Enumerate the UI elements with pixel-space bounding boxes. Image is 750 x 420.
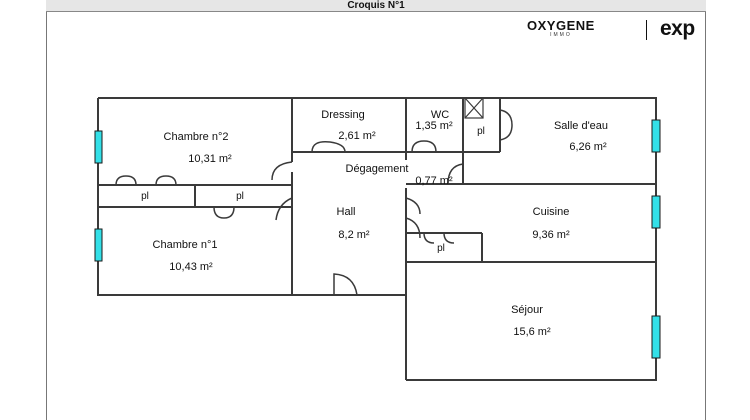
room-area-hall: 8,2 m² [338,229,370,241]
room-area-salle-eau: 6,26 m² [569,141,607,153]
window-chambre1 [94,228,103,262]
window-chambre2 [94,130,103,164]
room-name-sejour: Séjour [511,304,543,316]
room-area-sejour: 15,6 m² [513,326,551,338]
window-cuisine [651,195,661,229]
door-arc-entrance [333,273,358,296]
closet-label-2: pl [236,191,244,202]
closet-label-4: pl [477,126,485,137]
oxygene-logo: OXYGENE IMMO [527,19,595,41]
room-name-hall: Hall [337,206,356,218]
page-frame [46,0,706,420]
door-arc-chambre1 [275,197,293,221]
outer-wall [98,97,657,381]
closet-labels: pl pl pl pl [141,126,485,254]
walls [97,97,657,381]
room-name-wc: WC [431,109,449,121]
room-area-chambre2: 10,31 m² [188,153,232,165]
closet-label-3: pl [437,243,445,254]
door-arc-cuisine [405,217,421,239]
room-name-salle-eau: Salle d'eau [554,120,608,132]
room-area-dressing: 2,61 m² [338,130,376,142]
room-name-cuisine: Cuisine [533,206,570,218]
wc-box [464,97,484,119]
door-arc-chambre2 [271,161,293,181]
wc-fixture [464,97,484,119]
page-title: Croquis N°1 [46,0,706,12]
window-salle-eau [651,119,661,153]
door-arc-hall-right [405,197,421,215]
door-arc-dressing [311,140,346,153]
exp-logo: exp [660,17,695,40]
outer-wall-left [97,98,407,380]
logo-separator [646,20,647,40]
room-labels: Chambre n°2 10,31 m² Dressing 2,61 m² WC… [153,109,609,338]
door-arc-closet1 [115,175,137,186]
room-name-chambre1: Chambre n°1 [153,239,218,251]
oxygene-logo-sub: IMMO [550,32,572,38]
room-area-wc: 1,35 m² [415,120,453,132]
door-arc-closet3 [423,232,455,244]
oxygene-logo-text: OXYGENE [527,18,595,33]
door-arc-closet2 [213,206,235,219]
window-sejour [651,315,661,359]
door-arc-closet1b [155,175,177,186]
wc-cross-2 [464,97,484,119]
room-area-chambre1: 10,43 m² [169,261,213,273]
room-name-chambre2: Chambre n°2 [164,131,229,143]
room-area-degagement: 0,77 m² [415,175,453,187]
room-name-degagement: Dégagement [346,163,409,175]
doors [115,109,513,296]
windows [94,119,661,359]
room-name-dressing: Dressing [321,109,364,121]
door-arc-wc [411,140,437,153]
room-area-cuisine: 9,36 m² [532,229,570,241]
door-arc-closet-salle [499,109,513,141]
door-arc-salle [447,163,464,185]
closet-label-1: pl [141,191,149,202]
